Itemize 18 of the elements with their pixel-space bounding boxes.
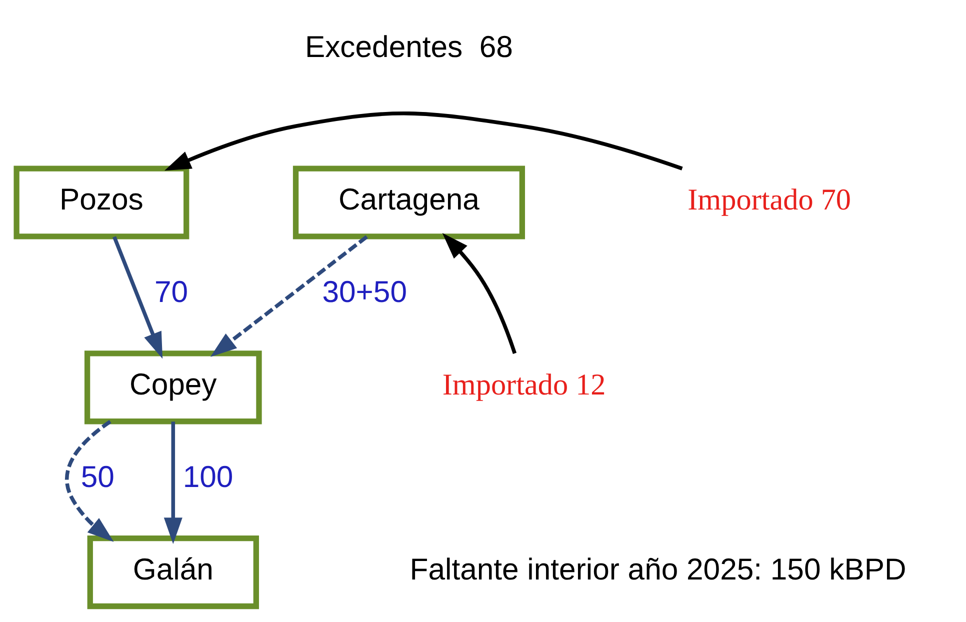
label: Faltante interior año 2025: 150 kBPD <box>409 553 906 586</box>
arrow <box>64 420 114 542</box>
node-text: Importado 70 <box>687 182 851 217</box>
edge-label: 100 <box>182 461 233 494</box>
node-box: Cartagena <box>292 166 524 240</box>
node-text: Importado 12 <box>442 368 606 402</box>
node-box: Pozos <box>13 166 189 240</box>
edge-label: 50 <box>80 461 114 494</box>
arrow <box>112 236 162 359</box>
arrow <box>163 422 182 544</box>
edge-label: 30+50 <box>322 276 407 310</box>
arrow <box>442 233 516 354</box>
arrow <box>210 235 368 357</box>
node-box: Copey <box>84 350 262 424</box>
edge-label: 70 <box>154 276 188 310</box>
node-box: Galán <box>86 536 258 610</box>
arrow <box>164 112 682 171</box>
node-label: Excedentes 68 <box>304 30 512 64</box>
